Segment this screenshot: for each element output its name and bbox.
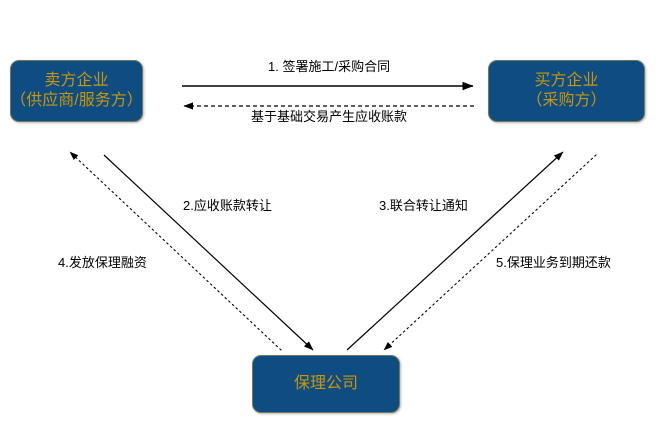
edge-notice-line <box>346 151 564 351</box>
edge-label-notice: 3.联合转让通知 <box>379 198 468 213</box>
node-factoring-company[interactable]: 保理公司 <box>252 355 400 413</box>
node-buyer-line2: （采购方） <box>526 92 607 109</box>
node-seller-enterprise[interactable]: 卖方企业 （供应商/服务方） <box>10 60 143 122</box>
edge-label-receivable: 基于基础交易产生应收账款 <box>251 109 408 124</box>
node-buyer-enterprise[interactable]: 买方企业 （采购方） <box>488 60 645 122</box>
node-buyer-line1: 买方企业 <box>534 72 599 89</box>
node-seller-line1: 卖方企业 <box>44 72 109 89</box>
edge-label-financing: 4.发放保理融资 <box>58 255 147 270</box>
node-seller-line2: （供应商/服务方） <box>10 92 143 109</box>
edge-repayment-line <box>383 154 597 351</box>
node-factor-line1: 保理公司 <box>293 375 358 392</box>
edge-label-contract: 1. 签署施工/采购合同 <box>268 59 391 74</box>
edge-financing-line <box>69 151 282 351</box>
edge-label-repayment: 5.保理业务到期还款 <box>496 255 611 270</box>
edge-label-transfer: 2.应收账款转让 <box>183 198 272 213</box>
edge-transfer-line <box>103 154 314 351</box>
